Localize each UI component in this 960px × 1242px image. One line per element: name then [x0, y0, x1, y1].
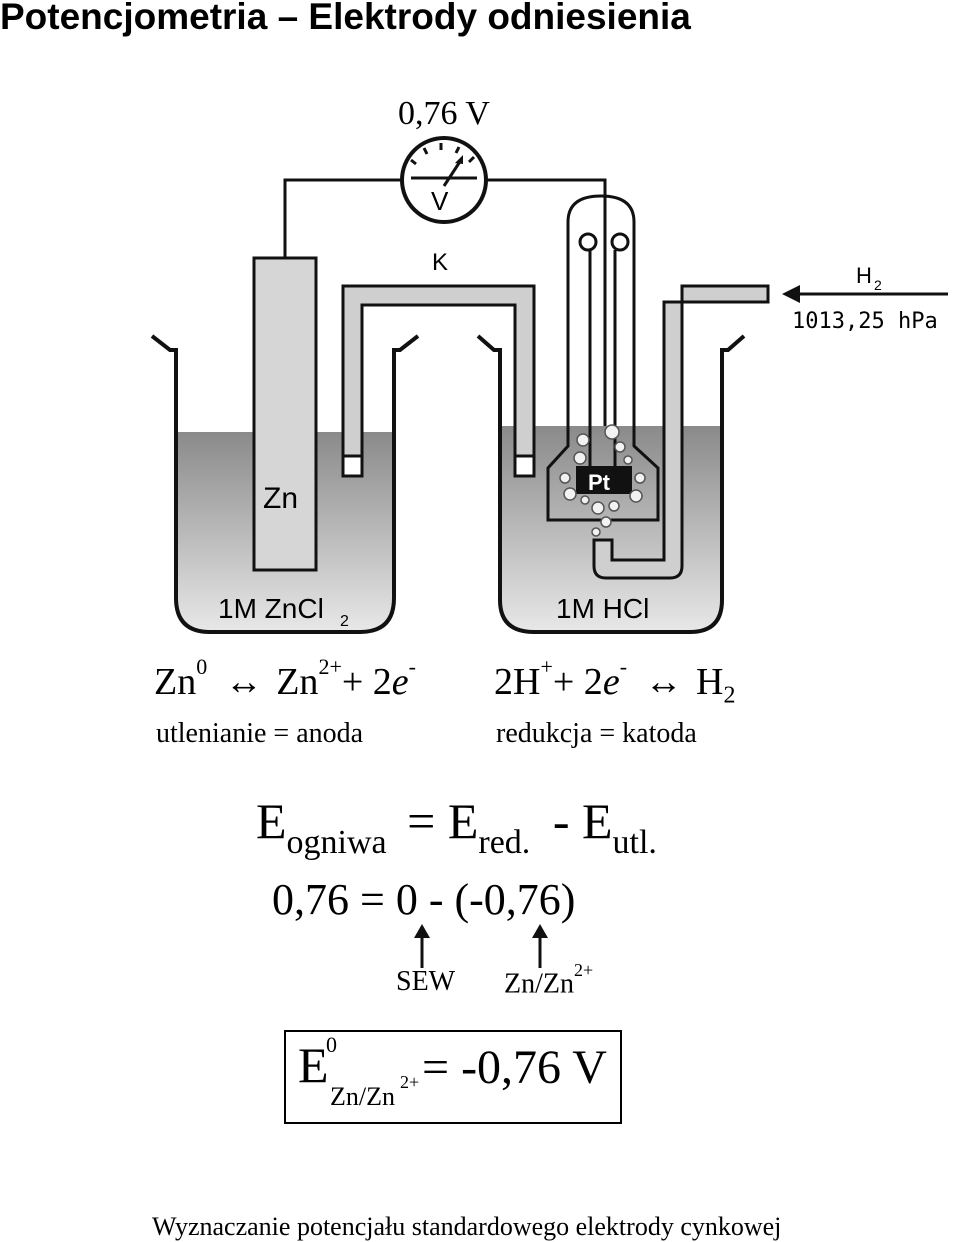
cell-e-symbol: E — [256, 793, 287, 849]
standard-potential-box — [284, 1030, 622, 1124]
oxidation-state: 0 — [196, 654, 208, 680]
wire-left — [283, 178, 402, 258]
zinc-electrode — [252, 256, 318, 572]
hydrogen-electrode: Pt — [546, 194, 660, 537]
hydrogen-label: H — [856, 263, 872, 288]
pointer-arrows — [414, 924, 548, 968]
zinc-label: Zn — [263, 482, 298, 515]
galvanic-cell-diagram: 0,76 V V Zn K P — [150, 95, 948, 634]
zn-reactant: Zn — [154, 661, 197, 703]
zn-ion: Zn — [276, 661, 319, 703]
utl-e-symbol: E — [581, 793, 613, 849]
equilibrium-arrow: ↔ — [224, 661, 263, 703]
cathode-reaction: 2H++ 2e- ↔ H2 — [494, 654, 736, 710]
standard-potential-subscript: Zn/Zn — [330, 1082, 395, 1111]
electrons-coefficient: + 2 — [552, 661, 603, 703]
voltmeter-icon: V — [400, 136, 488, 224]
equals-sign: = — [407, 793, 436, 849]
hydrogen-ions: 2H — [494, 661, 541, 703]
cell-subscript: ogniwa — [286, 824, 387, 861]
platinum-label: Pt — [588, 470, 611, 495]
minus-sign: - — [552, 793, 570, 849]
electrons-coefficient: + 2 — [341, 661, 392, 703]
anode-description: utlenianie = anoda — [156, 718, 364, 749]
sew-arrow-head — [414, 924, 430, 938]
pressure-label: 1013,25 hPa — [792, 309, 938, 334]
cell-potential-equation: Eogniwa = Ered. - Eutl. — [256, 792, 657, 861]
equilibrium-arrow: ↔ — [644, 661, 683, 703]
right-solution-label: 1M HCl — [556, 593, 649, 624]
hydrogen-ion-charge: + — [540, 654, 553, 680]
sew-label: SEW — [396, 966, 456, 997]
zn-ion-charge: 2+ — [318, 654, 342, 680]
couple-text: Zn/Zn — [504, 968, 574, 1000]
h2-arrow-head — [782, 285, 800, 303]
voltmeter-reading: 0,76 V — [398, 95, 490, 132]
cathode-description: redukcja = katoda — [496, 718, 697, 749]
couple-label: Zn/Zn2+ — [504, 960, 593, 1000]
page-title: Potencjometria – Elektrody odniesienia — [0, 0, 691, 37]
utl-subscript: utl. — [612, 824, 657, 861]
red-e-symbol: E — [447, 793, 479, 849]
hydrogen-bubbles — [559, 424, 646, 537]
standard-potential-zero: 0 — [326, 1032, 337, 1057]
platinum-plate — [576, 466, 632, 494]
hydrogen-molecule: H — [696, 661, 724, 703]
left-solution-subscript: 2 — [340, 613, 349, 630]
salt-bridge: K — [341, 249, 536, 478]
standard-potential-value: = -0,76 V — [422, 1041, 607, 1094]
electron-symbol: e — [602, 661, 620, 703]
standard-potential-e: E — [298, 1037, 329, 1093]
couple-arrow-head — [532, 924, 548, 938]
figure-caption: Wyznaczanie potencjału standardowego ele… — [152, 1212, 782, 1241]
hydrogen-inlet-tube — [592, 284, 770, 580]
voltmeter-symbol: V — [431, 186, 449, 216]
electron-charge: - — [408, 654, 416, 680]
numeric-equation: 0,76 = 0 - (-0,76) — [272, 875, 576, 924]
electron-symbol: e — [391, 661, 409, 703]
left-solution-label: 1M ZnCl — [218, 593, 324, 624]
standard-potential-charge: 2+ — [400, 1072, 420, 1092]
wire-right — [486, 178, 607, 470]
anode-reaction: Zn0 ↔ Zn2++ 2e- — [154, 654, 416, 704]
red-subscript: red. — [478, 824, 531, 861]
hydrogen-subscript: 2 — [874, 277, 882, 293]
salt-bridge-label: K — [432, 249, 448, 276]
couple-charge: 2+ — [574, 960, 594, 980]
hydrogen-molecule-index: 2 — [723, 682, 736, 709]
electron-charge: - — [619, 654, 628, 680]
